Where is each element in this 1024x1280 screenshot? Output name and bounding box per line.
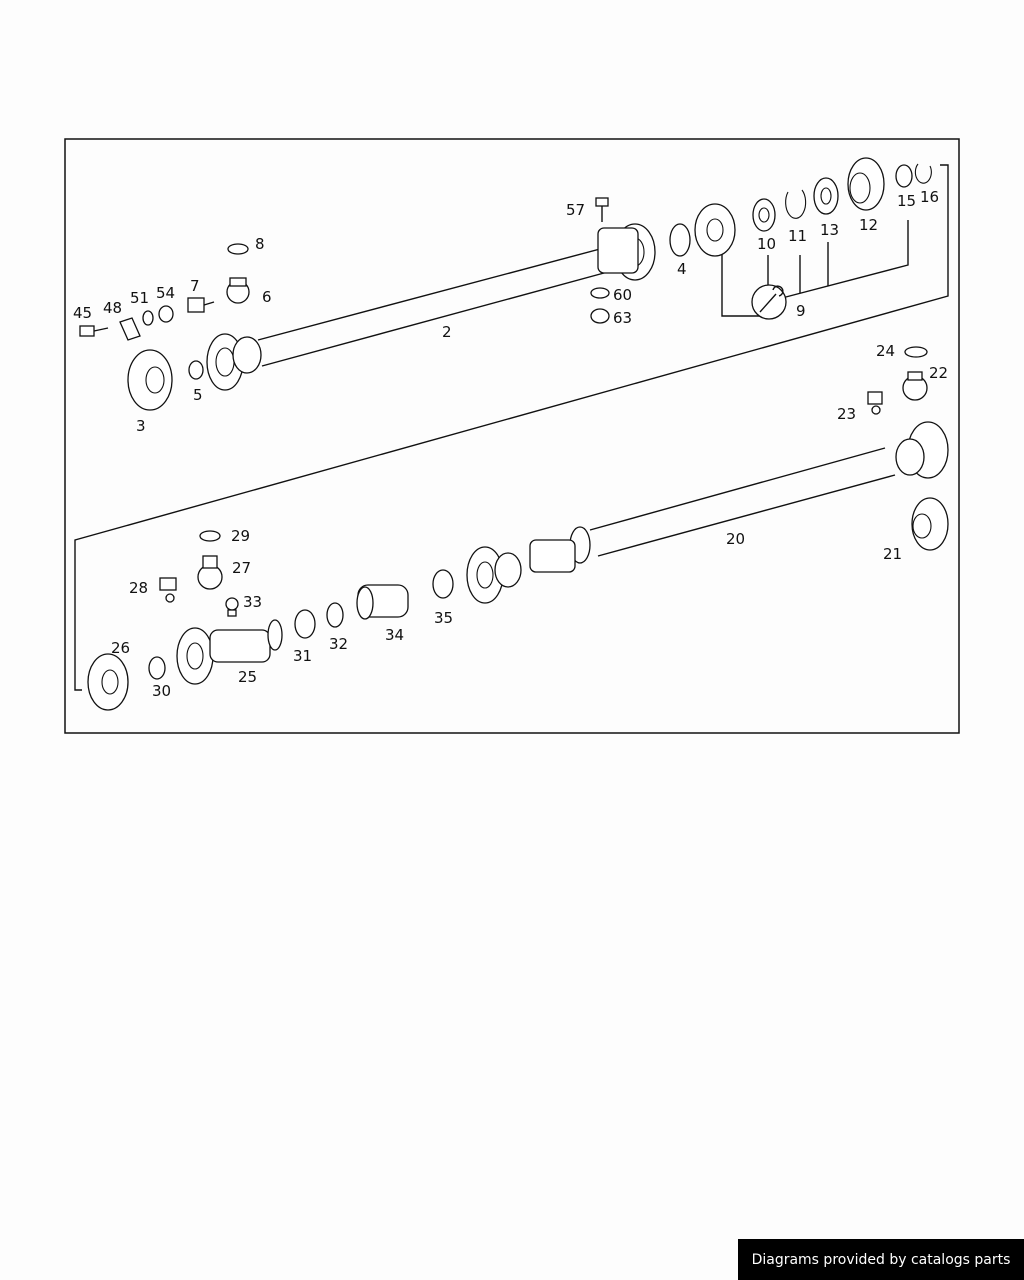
callout-11: 11 <box>788 227 807 245</box>
callout-29: 29 <box>231 527 250 545</box>
callout-32: 32 <box>329 635 348 653</box>
callout-5: 5 <box>193 386 203 404</box>
callout-15: 15 <box>897 192 916 210</box>
callout-54: 54 <box>156 284 175 302</box>
callout-6: 6 <box>262 288 272 306</box>
callout-10: 10 <box>757 235 776 253</box>
upper-small-parts <box>79 157 932 411</box>
callout-35: 35 <box>434 609 453 627</box>
callout-48: 48 <box>103 299 122 317</box>
callout-labels: 2 3 4 5 6 7 8 9 10 11 12 13 15 16 20 21 … <box>73 188 948 700</box>
callout-26: 26 <box>111 639 130 657</box>
diagram-credit-banner: Diagrams provided by catalogs parts <box>738 1239 1024 1280</box>
callout-20: 20 <box>726 530 745 548</box>
callout-2: 2 <box>442 323 452 341</box>
callout-33: 33 <box>243 593 262 611</box>
diagram-frame <box>64 138 960 734</box>
callout-30: 30 <box>152 682 171 700</box>
callout-9: 9 <box>796 302 806 320</box>
lower-small-parts <box>87 530 454 711</box>
callout-7: 7 <box>190 277 200 295</box>
lower-propeller-shaft <box>466 346 949 604</box>
callout-63: 63 <box>613 309 632 327</box>
callout-8: 8 <box>255 235 265 253</box>
callout-22: 22 <box>929 364 948 382</box>
callout-16: 16 <box>920 188 939 206</box>
callout-21: 21 <box>883 545 902 563</box>
callout-57: 57 <box>566 201 585 219</box>
callout-28: 28 <box>129 579 148 597</box>
callout-23: 23 <box>837 405 856 423</box>
callout-27: 27 <box>232 559 251 577</box>
callout-31: 31 <box>293 647 312 665</box>
callout-51: 51 <box>130 289 149 307</box>
callout-34: 34 <box>385 626 404 644</box>
callout-4: 4 <box>677 260 687 278</box>
callout-3: 3 <box>136 417 146 435</box>
credit-text: Diagrams provided by catalogs parts <box>751 1251 1011 1268</box>
upper-propeller-shaft <box>206 223 656 391</box>
callout-45: 45 <box>73 304 92 322</box>
leader-lines <box>74 164 949 691</box>
callout-60: 60 <box>613 286 632 304</box>
callout-24: 24 <box>876 342 895 360</box>
callout-25: 25 <box>238 668 257 686</box>
callout-13: 13 <box>820 221 839 239</box>
callout-12: 12 <box>859 216 878 234</box>
